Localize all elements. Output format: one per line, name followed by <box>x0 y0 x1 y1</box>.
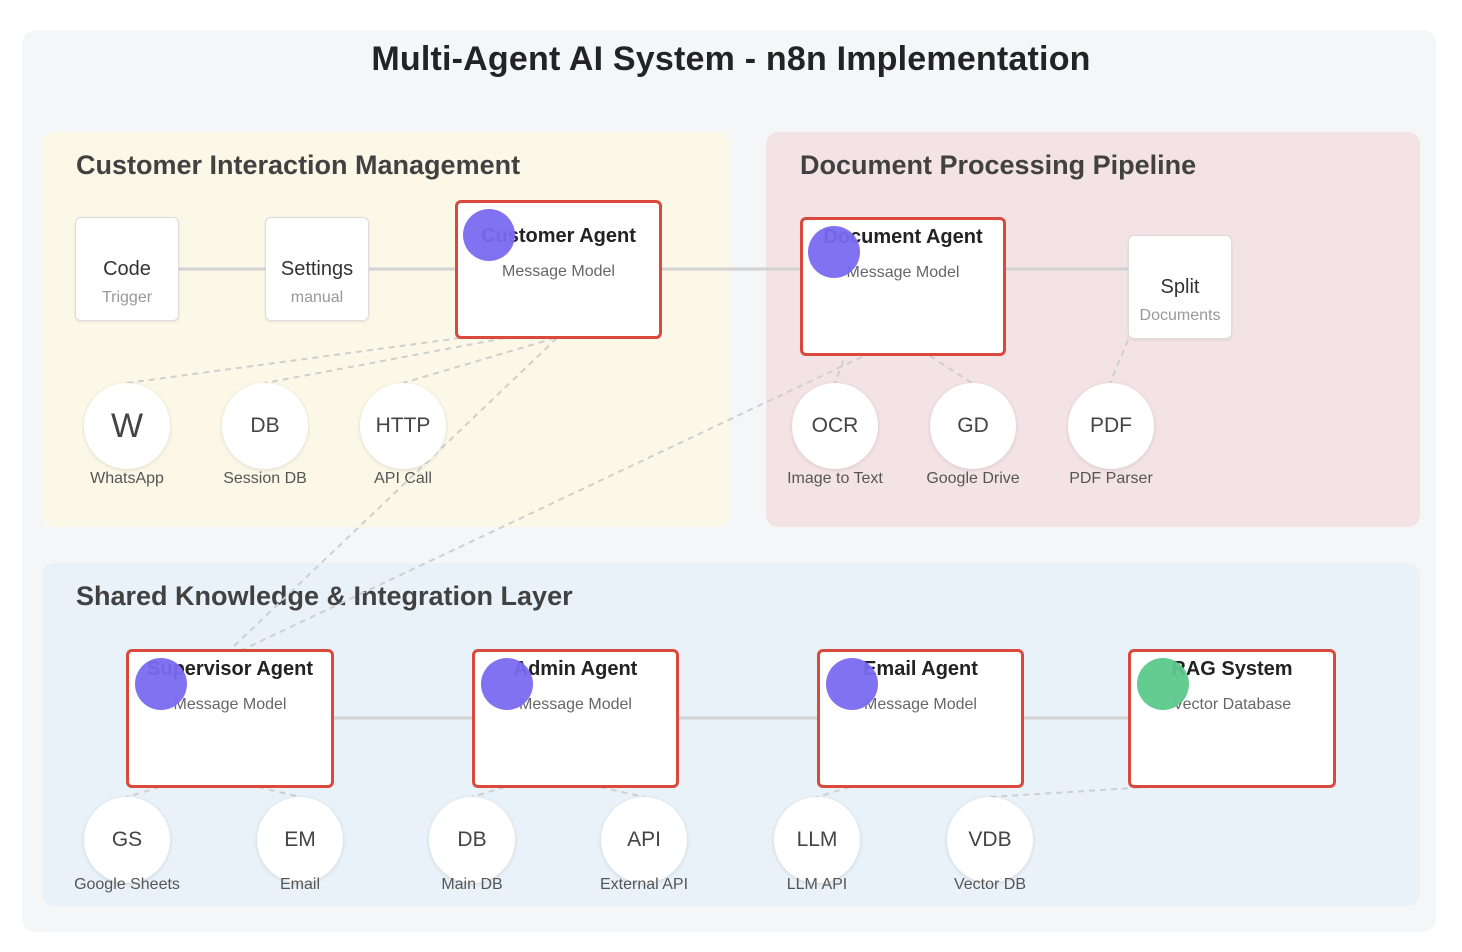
node-code-trigger[interactable]: Code Trigger <box>75 217 179 321</box>
tool-vector-db-label: Vector DB <box>953 876 1027 893</box>
tool-whatsapp-label: WhatsApp <box>90 470 164 487</box>
dash-supervisor-gs <box>126 786 161 798</box>
tool-whatsapp-icon[interactable]: W <box>84 383 170 469</box>
tool-pdf-icon[interactable]: PDF <box>1068 383 1154 469</box>
tool-http-icon[interactable]: HTTP <box>360 383 446 469</box>
group-title-document: Document Processing Pipeline <box>800 150 1197 180</box>
tool-llm-api-label: LLM API <box>786 876 848 893</box>
agent-email-indicator-icon <box>826 658 878 710</box>
dash-supervisor-em <box>257 786 301 798</box>
agent-email-sub: Message Model <box>864 696 977 713</box>
tool-session-db-label: Session DB <box>223 470 307 487</box>
agent-document-title: Document Agent <box>823 226 983 248</box>
dash-customer-sessiondb <box>264 337 506 384</box>
tool-llm-api-icon[interactable]: LLM <box>774 797 860 883</box>
dash-customer-http <box>402 337 556 384</box>
dash-customer-supervisor <box>229 337 558 651</box>
agent-customer[interactable]: Customer Agent Message Model <box>455 200 662 339</box>
agent-rag-title: RAG System <box>1171 658 1293 680</box>
node-settings-sub: manual <box>290 289 344 306</box>
agent-rag-system[interactable]: RAG System Vector Database <box>1128 649 1336 788</box>
agent-customer-indicator-icon <box>463 209 515 261</box>
dash-document-supervisor <box>241 337 903 651</box>
dash-customer-whatsapp <box>126 337 461 384</box>
tool-google-drive-label: Google Drive <box>926 470 1020 487</box>
dash-admin-api <box>599 786 645 798</box>
agent-rag-sub: Vector Database <box>1172 696 1292 713</box>
agent-email-title: Email Agent <box>863 658 978 680</box>
tool-ocr-icon[interactable]: OCR <box>792 383 878 469</box>
node-split-sub: Documents <box>1139 307 1221 324</box>
dash-split-pdf <box>1109 339 1129 384</box>
tool-main-db-label: Main DB <box>441 876 503 893</box>
agent-supervisor-indicator-icon <box>135 658 187 710</box>
agent-customer-sub: Message Model <box>502 263 615 280</box>
agent-admin-indicator-icon <box>481 658 533 710</box>
agent-customer-title: Customer Agent <box>481 225 636 247</box>
node-settings-title: Settings <box>280 258 354 280</box>
dash-admin-maindb <box>471 786 506 798</box>
agent-supervisor-sub: Message Model <box>173 696 287 713</box>
agent-supervisor-title: Supervisor Agent <box>147 658 313 680</box>
tool-external-api-icon[interactable]: API <box>601 797 687 883</box>
tool-email-icon[interactable]: EM <box>257 797 343 883</box>
diagram-title: Multi-Agent AI System - n8n Implementati… <box>371 40 1091 78</box>
tool-session-db-icon[interactable]: DB <box>222 383 308 469</box>
tool-external-api-label: External API <box>599 876 689 893</box>
group-title-customer: Customer Interaction Management <box>76 150 521 180</box>
tool-http-label: API Call <box>374 470 432 487</box>
node-code-title: Code <box>103 258 151 280</box>
tool-main-db-icon[interactable]: DB <box>429 797 515 883</box>
dash-rag-vdb <box>989 786 1151 798</box>
dash-email-llm <box>816 786 851 798</box>
tool-vector-db-icon[interactable]: VDB <box>947 797 1033 883</box>
node-settings[interactable]: Settings manual <box>265 217 369 321</box>
agent-admin-title: Admin Agent <box>513 658 638 680</box>
dash-document-ocr <box>834 339 852 384</box>
tool-pdf-label: PDF Parser <box>1069 470 1153 487</box>
agent-rag-indicator-icon <box>1137 658 1189 710</box>
agent-admin[interactable]: Admin Agent Message Model <box>472 649 679 788</box>
tool-ocr-label: Image to Text <box>787 470 883 487</box>
node-code-sub: Trigger <box>101 289 153 306</box>
tool-google-drive-icon[interactable]: GD <box>930 383 1016 469</box>
agent-document-sub: Message Model <box>846 264 960 281</box>
agent-document-indicator-icon <box>808 226 860 278</box>
node-split-documents[interactable]: Split Documents <box>1128 235 1232 339</box>
agent-supervisor[interactable]: Supervisor Agent Message Model <box>126 649 334 788</box>
group-title-shared: Shared Knowledge & Integration Layer <box>76 581 573 611</box>
node-split-title: Split <box>1160 276 1200 298</box>
tool-google-sheets-icon[interactable]: GS <box>84 797 170 883</box>
tool-google-sheets-label: Google Sheets <box>74 876 180 893</box>
agent-admin-sub: Message Model <box>519 696 632 713</box>
tool-email-label: Email <box>279 876 320 893</box>
